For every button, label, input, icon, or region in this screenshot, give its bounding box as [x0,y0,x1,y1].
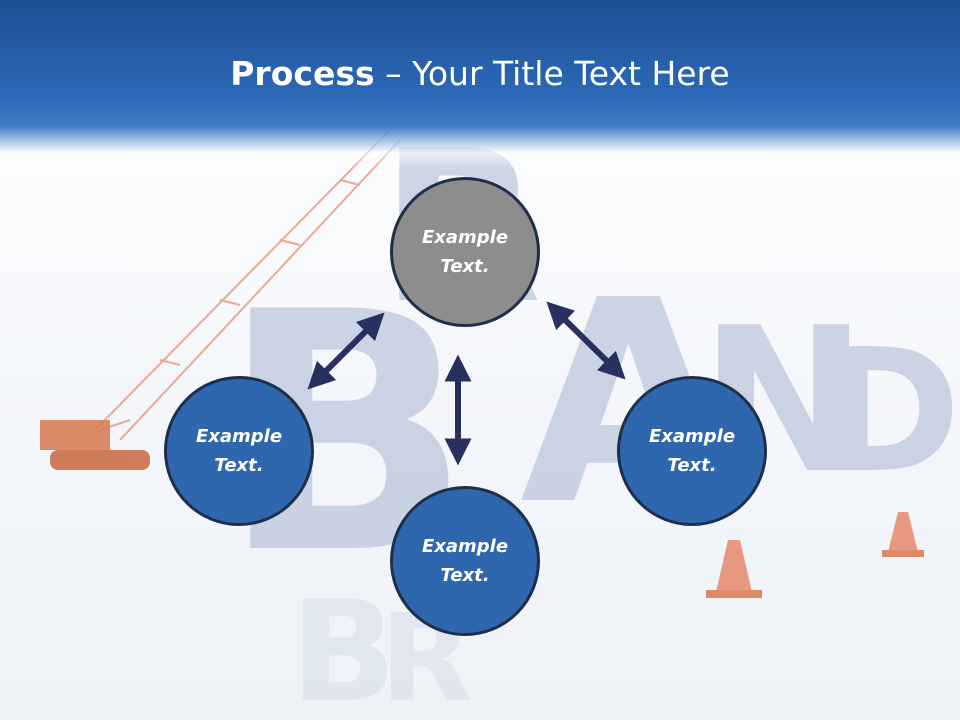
process-circle-top[interactable]: Example Text. [390,177,540,327]
arrow-top-left [307,312,385,390]
process-circle-right[interactable]: Example Text. [617,376,767,526]
svg-text:B: B [290,571,397,720]
slide-header [0,0,960,170]
svg-text:D: D [820,313,960,511]
traffic-cone-icon [706,512,924,598]
slide-title: Process – Your Title Text Here [0,52,960,96]
process-circle-left[interactable]: Example Text. [164,376,314,526]
circle-text-line2: Text. [440,256,490,277]
circle-text-line1: Example [421,227,509,248]
circle-text-line1: Example [195,426,283,447]
arrow-top-right [546,301,626,380]
circle-text-line1: Example [648,426,736,447]
circle-text-line2: Text. [667,455,717,476]
circle-text-line2: Text. [214,455,264,476]
title-bold: Process [230,54,375,93]
circle-text-line1: Example [421,536,509,557]
circle-text-line2: Text. [440,565,490,586]
process-circle-bottom[interactable]: Example Text. [390,486,540,636]
crane-base [40,420,150,470]
title-text: – Your Title Text Here [374,54,730,93]
